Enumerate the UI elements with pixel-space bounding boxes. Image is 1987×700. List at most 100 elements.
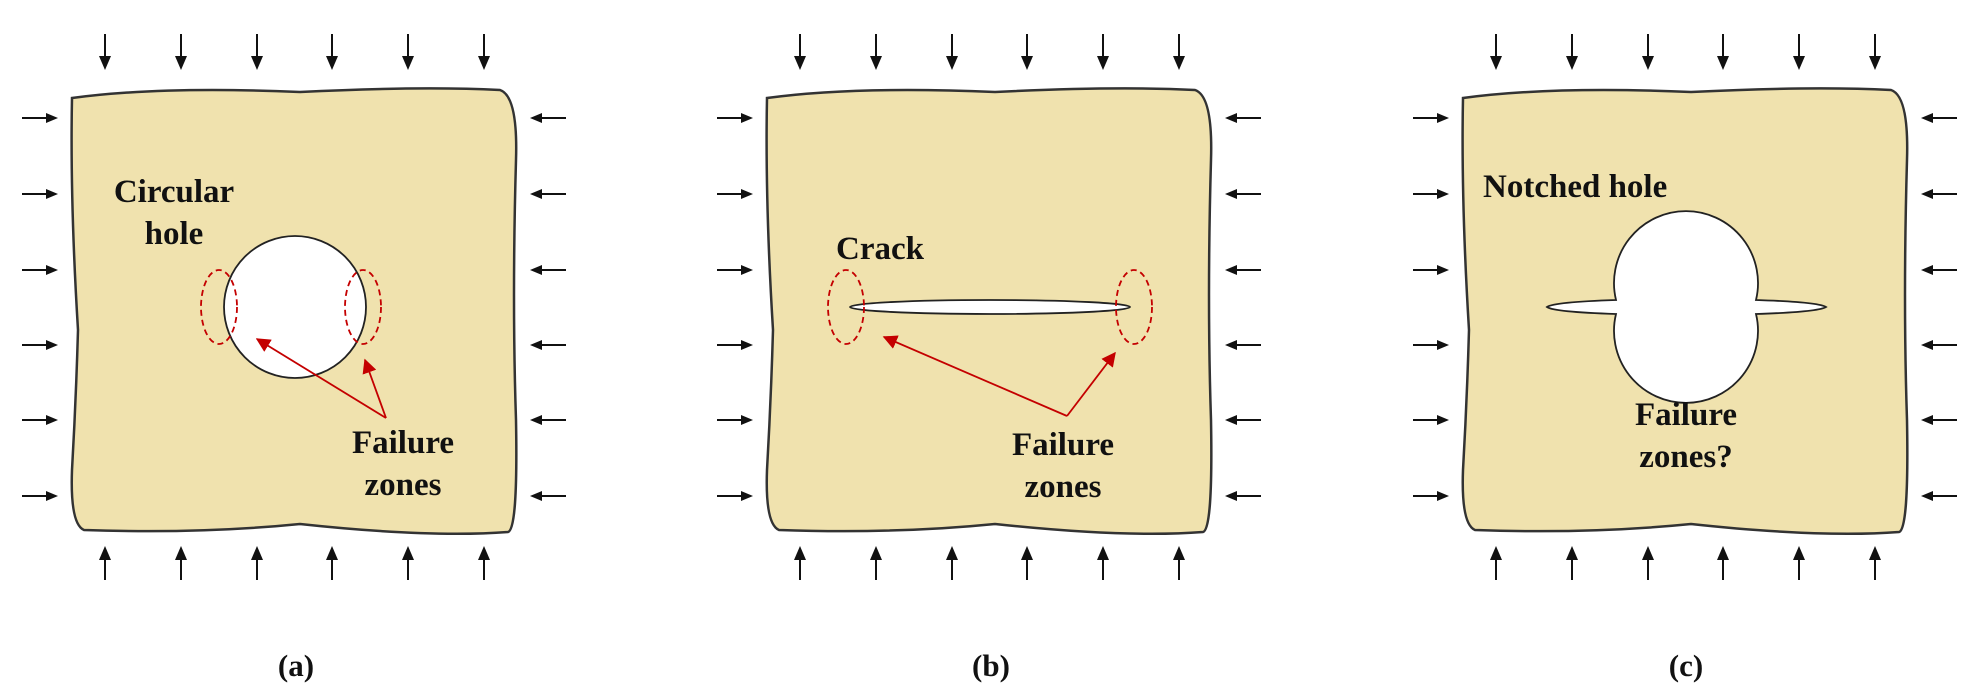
panel-c-load-arrows-top-4-head (1793, 56, 1805, 70)
panel-b-load-arrows-right-1-head (1225, 189, 1237, 199)
panel-b-failure-zone-left (827, 269, 865, 345)
panel-b-load-arrows-left-4-head (741, 415, 753, 425)
panel-b: Crack Failure zones (b) (717, 34, 1261, 683)
panel-b-load-arrows-top-5-head (1173, 56, 1185, 70)
panel-b-load-arrows-right-2-head (1225, 265, 1237, 275)
panel-c: Notched hole Failure zones? (c) (1413, 34, 1957, 683)
panel-b-load-arrows-left-0-head (741, 113, 753, 123)
panel-c-load-arrows-top-0-head (1490, 56, 1502, 70)
panel-c-load-arrows-right-3-head (1921, 340, 1933, 350)
panel-b-load-arrows (717, 34, 1261, 580)
panel-a-failure-label-line-2: zones (365, 467, 442, 503)
panel-b-failure-label-line-1: Failure (1012, 427, 1114, 463)
panel-c-load-arrows-top-2-head (1642, 56, 1654, 70)
panel-b-load-arrows-bottom-5-head (1173, 546, 1185, 560)
panel-a-load-arrows-right-0-head (530, 113, 542, 123)
panel-b-load-arrows-top-2-head (946, 56, 958, 70)
panel-c-caption: (c) (1669, 648, 1703, 683)
panel-a-load-arrows-right-5-head (530, 491, 542, 501)
panel-a-load-arrows-bottom-2-head (251, 546, 263, 560)
panel-a-load-arrows (22, 34, 566, 580)
panel-c-load-arrows-left-2-head (1437, 265, 1449, 275)
panel-a-load-arrows-bottom-5-head (478, 546, 490, 560)
panel-c-load-arrows-top-3-head (1717, 56, 1729, 70)
panel-a-load-arrows-top-3-head (326, 56, 338, 70)
panel-a-failure-zone-right (344, 269, 382, 345)
panel-c-load-arrows-left-4-head (1437, 415, 1449, 425)
panel-c-load-arrows-left-0-head (1437, 113, 1449, 123)
panel-c-load-arrows-bottom-2-head (1642, 546, 1654, 560)
panel-a-load-arrows-right-2-head (530, 265, 542, 275)
panel-c-load-arrows-right-2-head (1921, 265, 1933, 275)
panel-c-load-arrows-bottom-5-head (1869, 546, 1881, 560)
panel-b-load-arrows-bottom-4-head (1097, 546, 1109, 560)
panel-a-load-arrows-right-4-head (530, 415, 542, 425)
panel-a-feature-label-line-1: Circular (114, 174, 234, 210)
panel-a-failure-zone-left (200, 269, 238, 345)
panel-b-load-arrows-bottom-1-head (870, 546, 882, 560)
panel-c-load-arrows (1413, 34, 1957, 580)
panel-c-load-arrows-right-5-head (1921, 491, 1933, 501)
panel-c-load-arrows-top-5-head (1869, 56, 1881, 70)
panel-a-load-arrows-left-1-head (46, 189, 58, 199)
panel-a-feature-label-line-2: hole (145, 216, 204, 252)
panel-c-load-arrows-right-4-head (1921, 415, 1933, 425)
panel-b-load-arrows-left-3-head (741, 340, 753, 350)
panel-a-load-arrows-bottom-1-head (175, 546, 187, 560)
panel-b-load-arrows-bottom-3-head (1021, 546, 1033, 560)
panel-a-load-arrows-left-2-head (46, 265, 58, 275)
panel-b-load-arrows-top-1-head (870, 56, 882, 70)
panel-a-load-arrows-top-2-head (251, 56, 263, 70)
panel-c-load-arrows-left-3-head (1437, 340, 1449, 350)
panel-a-load-arrows-left-5-head (46, 491, 58, 501)
panel-a-load-arrows-bottom-3-head (326, 546, 338, 560)
panel-a-load-arrows-right-1-head (530, 189, 542, 199)
panel-c-load-arrows-bottom-0-head (1490, 546, 1502, 560)
panel-c-notched-hole (1545, 210, 1828, 404)
panel-c-load-arrows-left-1-head (1437, 189, 1449, 199)
panel-b-load-arrows-top-3-head (1021, 56, 1033, 70)
panel-b-load-arrows-left-2-head (741, 265, 753, 275)
panel-c-failure-label-line-2: zones? (1639, 439, 1733, 475)
panel-b-crack (849, 299, 1131, 315)
panel-b-feature-label-line-1: Crack (836, 231, 925, 267)
panel-a-circular-hole (223, 235, 367, 379)
panel-a-load-arrows-bottom-0-head (99, 546, 111, 560)
panel-a: Circular hole Failure zones (a) (22, 34, 566, 683)
panel-b-failure-label-line-2: zones (1025, 469, 1102, 505)
panel-a-load-arrows-top-1-head (175, 56, 187, 70)
panel-a-load-arrows-top-4-head (402, 56, 414, 70)
panel-c-load-arrows-right-0-head (1921, 113, 1933, 123)
panel-a-load-arrows-top-0-head (99, 56, 111, 70)
panel-b-caption: (b) (972, 648, 1010, 683)
panel-b-load-arrows-bottom-2-head (946, 546, 958, 560)
panel-a-failure-arrow-right (362, 358, 387, 419)
panel-b-failure-arrow-right (1066, 351, 1116, 417)
panel-a-caption: (a) (278, 648, 314, 683)
panel-b-load-arrows-top-4-head (1097, 56, 1109, 70)
panel-b-load-arrows-top-0-head (794, 56, 806, 70)
panel-c-feature-label-line-1: Notched hole (1483, 169, 1667, 205)
panel-a-load-arrows-bottom-4-head (402, 546, 414, 560)
panel-b-load-arrows-bottom-0-head (794, 546, 806, 560)
panel-b-load-arrows-left-1-head (741, 189, 753, 199)
panel-b-load-arrows-right-5-head (1225, 491, 1237, 501)
panel-a-load-arrows-left-0-head (46, 113, 58, 123)
panel-b-failure-zone-right (1115, 269, 1153, 345)
panel-b-failure-arrow-left (882, 335, 1068, 417)
panel-c-load-arrows-bottom-1-head (1566, 546, 1578, 560)
panel-b-load-arrows-right-4-head (1225, 415, 1237, 425)
panel-c-load-arrows-top-1-head (1566, 56, 1578, 70)
panel-a-load-arrows-left-4-head (46, 415, 58, 425)
panel-a-failure-label-line-1: Failure (352, 425, 454, 461)
panel-c-load-arrows-bottom-4-head (1793, 546, 1805, 560)
panel-b-load-arrows-right-0-head (1225, 113, 1237, 123)
panel-a-failure-arrow-left (255, 338, 387, 419)
panel-a-load-arrows-right-3-head (530, 340, 542, 350)
panel-c-load-arrows-left-5-head (1437, 491, 1449, 501)
panel-c-failure-label-line-1: Failure (1635, 397, 1737, 433)
panel-c-load-arrows-right-1-head (1921, 189, 1933, 199)
panel-c-load-arrows-bottom-3-head (1717, 546, 1729, 560)
